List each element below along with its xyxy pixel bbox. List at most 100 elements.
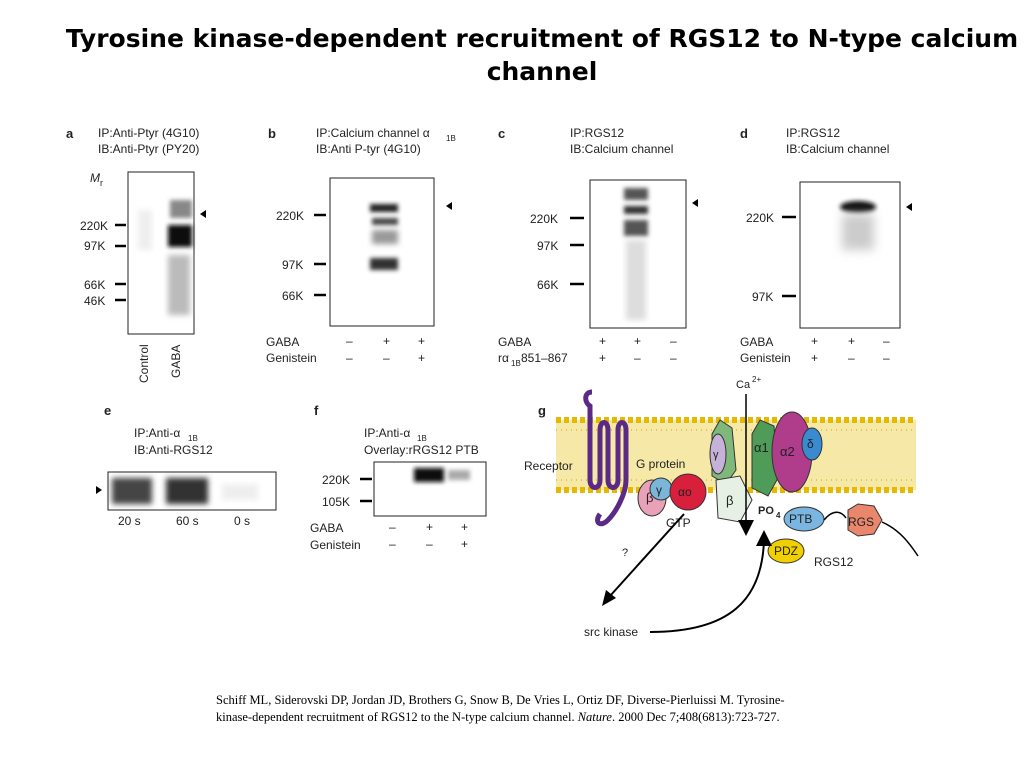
ptb-label: PTB [789, 512, 812, 526]
panel-f-marker: 105K [322, 495, 350, 509]
panel-d-cell: – [883, 351, 890, 365]
question-label: ? [622, 547, 628, 559]
panel-e-lane: 0 s [234, 514, 250, 528]
panel-d-row1-label: GABA [740, 335, 773, 349]
receptor-label: Receptor [524, 459, 573, 473]
citation-authors: Schiff ML, Siderovski DP, Jordan JD, Bro… [216, 693, 785, 724]
po4-sub: 4 [776, 511, 781, 520]
panel-b-row2-label: Genistein [266, 351, 317, 365]
panel-b: b IP:Calcium channel α 1B IB:Anti P-tyr … [266, 126, 456, 365]
alpha1-label: α1 [754, 440, 769, 455]
citation-journal: Nature [577, 710, 612, 724]
panel-d-ib: IB:Calcium channel [786, 142, 889, 156]
panel-c-cell: + [634, 334, 641, 348]
blot-band [112, 478, 152, 504]
alpha-o-label: αo [678, 485, 692, 499]
blot-smear [168, 255, 190, 315]
panel-f-cell: – [426, 537, 433, 551]
panel-e-ip: IP:Anti-α [134, 426, 180, 440]
band-arrow-icon [96, 486, 102, 494]
panel-e: e IP:Anti-α 1B IB:Anti-RGS12 20 s 60 s 0… [96, 403, 277, 528]
panel-f-cell: – [389, 520, 396, 534]
panel-f-row2-label: Genistein [310, 538, 361, 552]
panel-a-mr-sub: r [100, 178, 103, 188]
arrowhead-icon [602, 590, 616, 606]
blot-band [840, 201, 876, 213]
panel-f-cell: + [426, 520, 433, 534]
panel-c-marker: 220K [530, 212, 558, 226]
panel-a-mr: M [90, 171, 100, 185]
panel-b-cell: – [346, 351, 353, 365]
blot-band [166, 478, 208, 504]
panel-f-row1-label: GABA [310, 521, 343, 535]
rgs-label: RGS [848, 515, 874, 529]
panel-c-row2-label: rα [498, 351, 509, 365]
panel-f-cell: – [389, 537, 396, 551]
panel-b-row1-label: GABA [266, 335, 299, 349]
panel-f-ip-sub: 1B [417, 434, 427, 443]
arrowhead-icon [756, 530, 772, 546]
slide-title: Tyrosine kinase-dependent recruitment of… [65, 24, 1019, 86]
ca-sup: 2+ [752, 375, 761, 384]
panel-c-ib: IB:Calcium channel [570, 142, 673, 156]
panel-a-ip: IP:Anti-Ptyr (4G10) [98, 126, 199, 140]
blot-band [624, 188, 648, 200]
blot-band [624, 206, 648, 214]
panel-e-letter: e [104, 403, 111, 418]
panel-d-ip: IP:RGS12 [786, 126, 840, 140]
panel-c-marker: 97K [537, 239, 558, 253]
panel-a-lane-control: Control [137, 344, 151, 383]
band-arrow-icon [692, 199, 698, 207]
blot-band [370, 258, 398, 270]
panel-d: d IP:RGS12 IB:Calcium channel 220K 97K G… [740, 126, 912, 365]
delta-label: δ [807, 437, 814, 451]
blot-smear [372, 230, 398, 244]
panel-d-cell: – [883, 334, 890, 348]
blot-band [168, 225, 192, 247]
panel-a-letter: a [66, 126, 74, 141]
rgs12-label: RGS12 [814, 555, 854, 569]
alpha2-label: α2 [780, 444, 795, 459]
panel-c-row1-label: GABA [498, 335, 531, 349]
panel-d-row2-label: Genistein [740, 351, 791, 365]
band-arrow-icon [906, 203, 912, 211]
panel-g: g Receptor G protein β γ αo GTP γ β α1 α… [524, 375, 919, 639]
panel-d-letter: d [740, 126, 748, 141]
panel-e-lane: 60 s [176, 514, 199, 528]
panel-c-row2-sub: 1B [511, 359, 521, 368]
pdz-label: PDZ [774, 544, 798, 558]
ca-label: Ca [736, 379, 751, 391]
panel-c-row2-suffix: 851–867 [521, 351, 568, 365]
panel-g-letter: g [538, 403, 546, 418]
panel-f-cell: + [461, 520, 468, 534]
panel-f: f IP:Anti-α 1B Overlay:rRGS12 PTB 220K 1… [310, 403, 487, 552]
channel-gamma-label: γ [713, 449, 719, 461]
panel-e-lane: 20 s [118, 514, 141, 528]
citation-rest: . 2000 Dec 7;408(6813):723-727. [611, 710, 780, 724]
citation: Schiff ML, Siderovski DP, Jordan JD, Bro… [216, 692, 816, 726]
panel-c-letter: c [498, 126, 505, 141]
panel-a-marker: 46K [84, 294, 105, 308]
panel-b-ip-sub: 1B [446, 134, 456, 143]
pdz-domain [767, 538, 805, 564]
panel-a: a IP:Anti-Ptyr (4G10) IB:Anti-Ptyr (PY20… [66, 126, 206, 383]
blot-smear [222, 484, 258, 500]
panel-b-cell: – [346, 334, 353, 348]
panel-b-marker: 97K [282, 258, 303, 272]
panel-d-cell: + [811, 334, 818, 348]
panel-a-ib: IB:Anti-Ptyr (PY20) [98, 142, 199, 156]
panel-f-ip: IP:Anti-α [364, 426, 410, 440]
panel-f-cell: + [461, 537, 468, 551]
panel-d-cell: + [848, 334, 855, 348]
panel-b-cell: + [383, 334, 390, 348]
panel-b-blot [329, 177, 435, 327]
src-channel-arrow [649, 539, 765, 633]
blot-band [372, 218, 398, 225]
panel-a-marker: 66K [84, 278, 105, 292]
panel-d-cell: + [811, 351, 818, 365]
panel-e-ib: IB:Anti-RGS12 [134, 443, 213, 457]
panel-b-marker: 66K [282, 289, 303, 303]
panel-b-ib: IB:Anti P-tyr (4G10) [316, 142, 421, 156]
panel-d-marker: 220K [746, 211, 774, 225]
gtp-label: GTP [666, 516, 691, 530]
